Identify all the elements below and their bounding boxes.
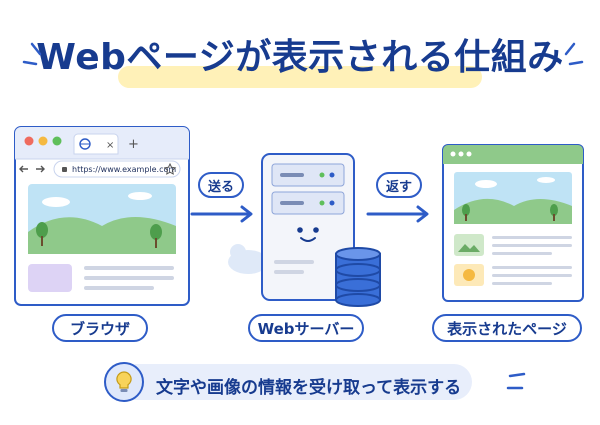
- footer-sparkle-icon: [506, 372, 526, 390]
- server-label: Webサーバー: [257, 319, 355, 338]
- window-maximize-dot: [52, 136, 62, 146]
- sparkle-left-icon: [22, 42, 42, 66]
- content-thumbnail: [28, 264, 72, 292]
- send-label: 送る: [207, 179, 234, 195]
- forward-arrow-icon: [36, 165, 45, 173]
- address-url: https://www.example.com: [72, 165, 176, 174]
- title-highlight: [118, 66, 482, 88]
- displayed-page-label: 表示されたページ: [447, 319, 567, 338]
- footer-text: 文字や画像の情報を受け取って表示する: [156, 378, 462, 398]
- address-bar: [53, 160, 181, 178]
- lock-icon: [62, 167, 67, 172]
- displayed-page-window: [442, 144, 584, 302]
- window-close-dot: [24, 136, 34, 146]
- page-title: Webページが表示される仕組み: [36, 37, 564, 78]
- send-bubble: 送る: [198, 172, 244, 198]
- title-wrap: Webページが表示される仕組み: [0, 28, 600, 80]
- return-arrow-icon: [366, 205, 429, 223]
- displayed-page-label-pill: 表示されたページ: [432, 314, 582, 342]
- image-thumbnail-icon: [454, 234, 484, 256]
- sparkle-right-icon: [564, 42, 584, 66]
- new-tab-icon: +: [128, 137, 139, 152]
- return-label: 返す: [385, 179, 412, 195]
- send-arrow-icon: [190, 205, 253, 223]
- web-server: [228, 153, 381, 307]
- server-face-eye: [297, 227, 303, 233]
- lightbulb-icon: [104, 362, 144, 402]
- browser-window: × + https://www.example.com: [14, 126, 190, 306]
- back-arrow-icon: [19, 165, 28, 173]
- server-label-pill: Webサーバー: [248, 314, 364, 342]
- window-minimize-dot: [38, 136, 48, 146]
- browser-label-pill: ブラウザ: [52, 314, 148, 342]
- tab-close-icon: ×: [106, 140, 114, 151]
- bookmark-star-icon: [163, 162, 177, 175]
- footer-bar: [104, 364, 472, 400]
- database-icon: [335, 247, 381, 307]
- browser-label: ブラウザ: [69, 319, 130, 338]
- return-bubble: 返す: [376, 172, 422, 198]
